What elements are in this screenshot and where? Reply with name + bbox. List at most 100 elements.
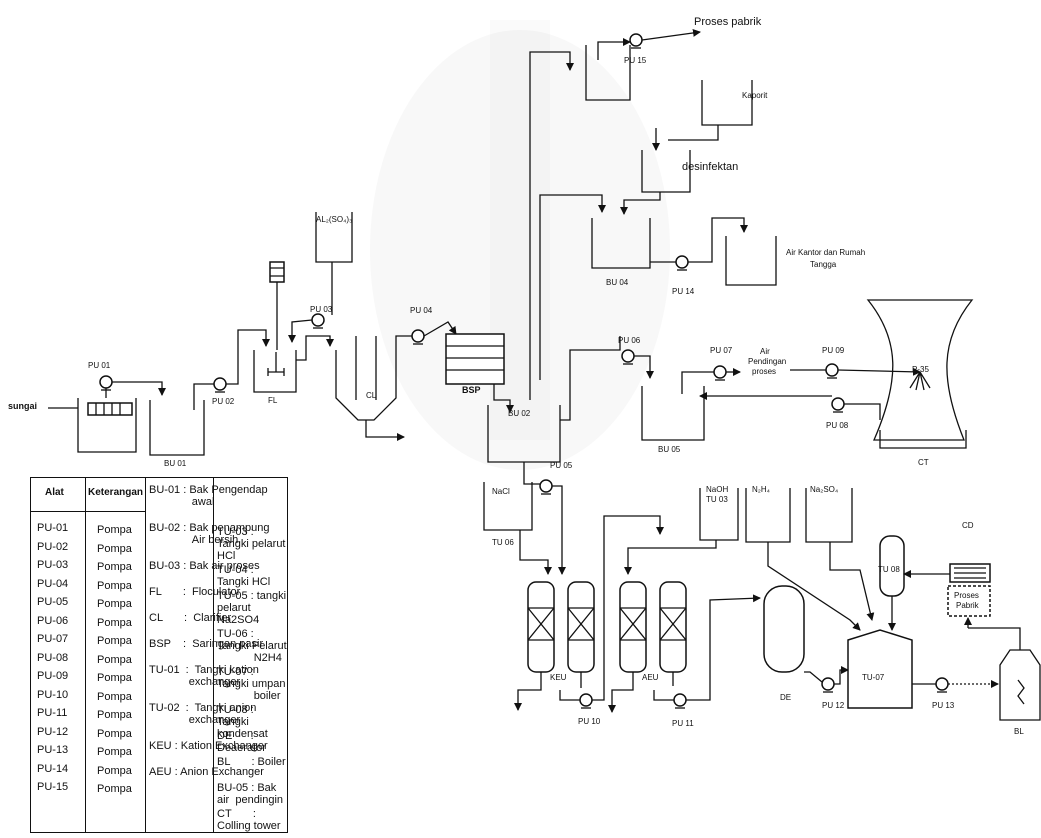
label-pu04: PU 04 xyxy=(410,306,433,315)
tank-kaporit xyxy=(702,80,752,125)
legend-keterangan-item-0: Pompa xyxy=(97,524,132,536)
legend-alat-item-1: PU-02 xyxy=(37,541,68,553)
legend-keterangan-item-13: Pompa xyxy=(97,765,132,777)
line-naoh-to-aeu xyxy=(628,540,716,574)
legend-alat-item-2: PU-03 xyxy=(37,559,68,571)
label-proses-pabrik-box-2: Pabrik xyxy=(956,601,980,610)
pump-pu08 xyxy=(832,398,844,412)
legend-col4-item-3: TU-06 : Tangki Pelarut N2H4 xyxy=(217,628,287,664)
legend-keterangan-item-14: Pompa xyxy=(97,783,132,795)
label-proses-pabrik: Proses pabrik xyxy=(694,16,762,28)
label-pu11: PU 11 xyxy=(672,719,694,728)
condenser-cd xyxy=(950,564,990,582)
legend-col4-item-1: TU-04 : Tangki HCl xyxy=(217,564,287,588)
legend-header-keterangan: Keterangan xyxy=(88,487,143,499)
tank-na2so4 xyxy=(806,488,852,542)
line-na2so4-to-tu07 xyxy=(830,542,872,620)
line-pu14-out xyxy=(688,218,744,262)
pump-pu11 xyxy=(674,694,686,708)
legend-alat-item-3: PU-04 xyxy=(37,578,68,590)
line-pu03-to-fl xyxy=(292,320,312,342)
legend-keterangan-item-5: Pompa xyxy=(97,617,132,629)
line-pu01-to-bu01 xyxy=(112,382,162,395)
filter-bsp xyxy=(446,334,504,384)
legend-col4-item-4: TU-07 : Tangki umpan boiler xyxy=(217,666,287,702)
label-tu08: TU 08 xyxy=(878,565,900,574)
legend-col4-item-8: BU-05 : Bak air pendingin xyxy=(217,782,287,806)
label-pu01: PU 01 xyxy=(88,361,111,370)
tank-tu07 xyxy=(848,630,912,708)
tank-n2h4 xyxy=(746,488,790,542)
line-pu11-to-de xyxy=(686,598,760,700)
legend-alat-item-4: PU-05 xyxy=(37,596,68,608)
legend-header-alat: Alat xyxy=(45,487,64,499)
legend-keterangan-item-9: Pompa xyxy=(97,691,132,703)
label-n2h4: N₂H₄ xyxy=(752,485,770,494)
label-cd: CD xyxy=(962,521,974,530)
column-keu-1 xyxy=(528,582,554,672)
label-proses-pabrik-box-1: Proses xyxy=(954,591,979,600)
pump-pu05 xyxy=(540,480,552,494)
label-pu10: PU 10 xyxy=(578,717,601,726)
label-keu: KEU xyxy=(550,673,567,682)
label-bu01: BU 01 xyxy=(164,459,187,468)
legend-keterangan-item-10: Pompa xyxy=(97,709,132,721)
legend-alat-item-10: PU-11 xyxy=(37,707,67,719)
legend-keterangan-item-11: Pompa xyxy=(97,728,132,740)
line-pu09-to-ct xyxy=(838,370,920,372)
pump-pu14 xyxy=(676,256,688,270)
label-pu07: PU 07 xyxy=(710,346,733,355)
legend-alat-item-7: PU-08 xyxy=(37,652,68,664)
drum-chemical xyxy=(270,262,284,350)
boiler-bl xyxy=(1000,650,1040,720)
label-pu12: PU 12 xyxy=(822,701,845,710)
label-pu14: PU 14 xyxy=(672,287,695,296)
label-naoh: NaOH xyxy=(706,485,728,494)
legend-alat-item-14: PU-15 xyxy=(37,781,68,793)
label-pu05: PU 05 xyxy=(550,461,573,470)
pump-pu10 xyxy=(580,694,592,708)
line-nacl-to-keu xyxy=(520,530,548,574)
pump-pu12 xyxy=(822,678,834,692)
label-na2so4: Na₂SO₄ xyxy=(810,485,838,494)
legend-keterangan-item-6: Pompa xyxy=(97,635,132,647)
label-air-kantor: Air Kantor dan Rumah xyxy=(786,248,865,257)
line-kaporit-out xyxy=(668,125,718,140)
line-ct-to-pu08 xyxy=(844,404,880,420)
label-tu07: TU-07 xyxy=(862,673,885,682)
label-bu04: BU 04 xyxy=(606,278,629,287)
intake-screen xyxy=(78,398,136,452)
label-air: Air xyxy=(760,347,770,356)
legend-keterangan-item-2: Pompa xyxy=(97,561,132,573)
label-proses: proses xyxy=(752,367,776,376)
legend-col4-item-7: BL : Boiler xyxy=(217,756,286,768)
label-pu15: PU 15 xyxy=(624,56,647,65)
column-keu-2 xyxy=(568,582,594,672)
cooling-tower xyxy=(868,300,972,448)
label-pu13: PU 13 xyxy=(932,701,955,710)
watermark xyxy=(370,20,670,470)
column-aeu-2 xyxy=(660,582,686,672)
label-aeu: AEU xyxy=(642,673,659,682)
label-de: DE xyxy=(780,693,791,702)
tank-bu01 xyxy=(150,400,204,455)
pump-pu01 xyxy=(100,376,112,390)
line-de-to-pu12 xyxy=(804,672,822,682)
line-fl-to-cl xyxy=(296,336,330,360)
legend-keterangan-item-8: Pompa xyxy=(97,672,132,684)
legend-col4-item-0: TU-03 : Tangki pelarut HCl xyxy=(217,526,287,562)
legend-keterangan-item-7: Pompa xyxy=(97,654,132,666)
label-cl: CL xyxy=(366,391,377,400)
label-kaporit: Kaporit xyxy=(742,91,768,100)
legend-keterangan-item-12: Pompa xyxy=(97,746,132,758)
pump-pu02 xyxy=(214,378,226,392)
legend-keterangan-item-3: Pompa xyxy=(97,580,132,592)
line-pu02-to-fl xyxy=(226,330,266,384)
legend-alat-item-13: PU-14 xyxy=(37,763,68,775)
pump-pu09 xyxy=(826,364,838,378)
line-pu05-to-keu xyxy=(552,486,562,574)
legend-alat-item-12: PU-13 xyxy=(37,744,68,756)
label-bsp: BSP xyxy=(462,385,481,395)
pump-pu07 xyxy=(714,366,726,380)
label-al2so4: AL₂(SO₄)₃ xyxy=(316,215,352,224)
